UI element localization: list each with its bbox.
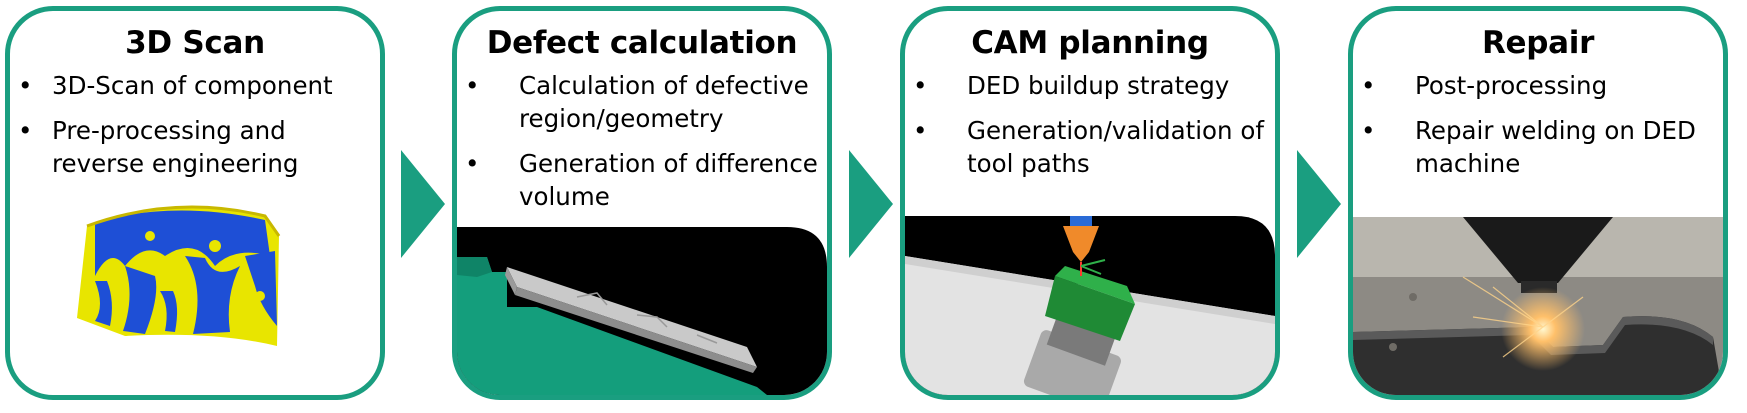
arrow-right-icon (849, 150, 893, 258)
step-card-cam-planning: CAM planning DED buildup strategy Genera… (900, 6, 1280, 400)
bullet-item: DED buildup strategy (913, 69, 1267, 102)
step-bullets: 3D-Scan of component Pre-processing and … (18, 69, 372, 192)
arrow-right-icon (1297, 150, 1341, 258)
step-bullets: DED buildup strategy Generation/validati… (913, 69, 1267, 192)
bullet-item: 3D-Scan of component (18, 69, 372, 102)
step-title: CAM planning (971, 25, 1209, 61)
bullet-item: Generation/validation of tool paths (913, 114, 1267, 180)
step-card-repair: Repair Post-processing Repair welding on… (1348, 6, 1728, 400)
bullet-item: Calculation of defective region/geometry (465, 69, 819, 135)
arrow-right-icon (401, 150, 445, 258)
toolpath-simulation-image (905, 216, 1275, 395)
step-bullets: Calculation of defective region/geometry… (465, 69, 819, 225)
step-bullets: Post-processing Repair welding on DED ma… (1361, 69, 1715, 192)
step-card-3d-scan: 3D Scan 3D-Scan of component Pre-process… (5, 6, 385, 400)
defect-geometry-render-image (457, 227, 827, 395)
turbine-blade-3d-scan-image (77, 205, 281, 346)
bullet-item: Repair welding on DED machine (1361, 114, 1715, 180)
bullet-item: Post-processing (1361, 69, 1715, 102)
ded-welding-photo-image (1353, 217, 1723, 395)
step-title: Defect calculation (486, 25, 798, 61)
bullet-item: Generation of difference volume (465, 147, 819, 213)
bullet-item: Pre-processing and reverse engineering (18, 114, 372, 180)
step-title: 3D Scan (125, 25, 265, 61)
step-title: Repair (1481, 25, 1595, 61)
step-card-defect-calculation: Defect calculation Calculation of defect… (452, 6, 832, 400)
